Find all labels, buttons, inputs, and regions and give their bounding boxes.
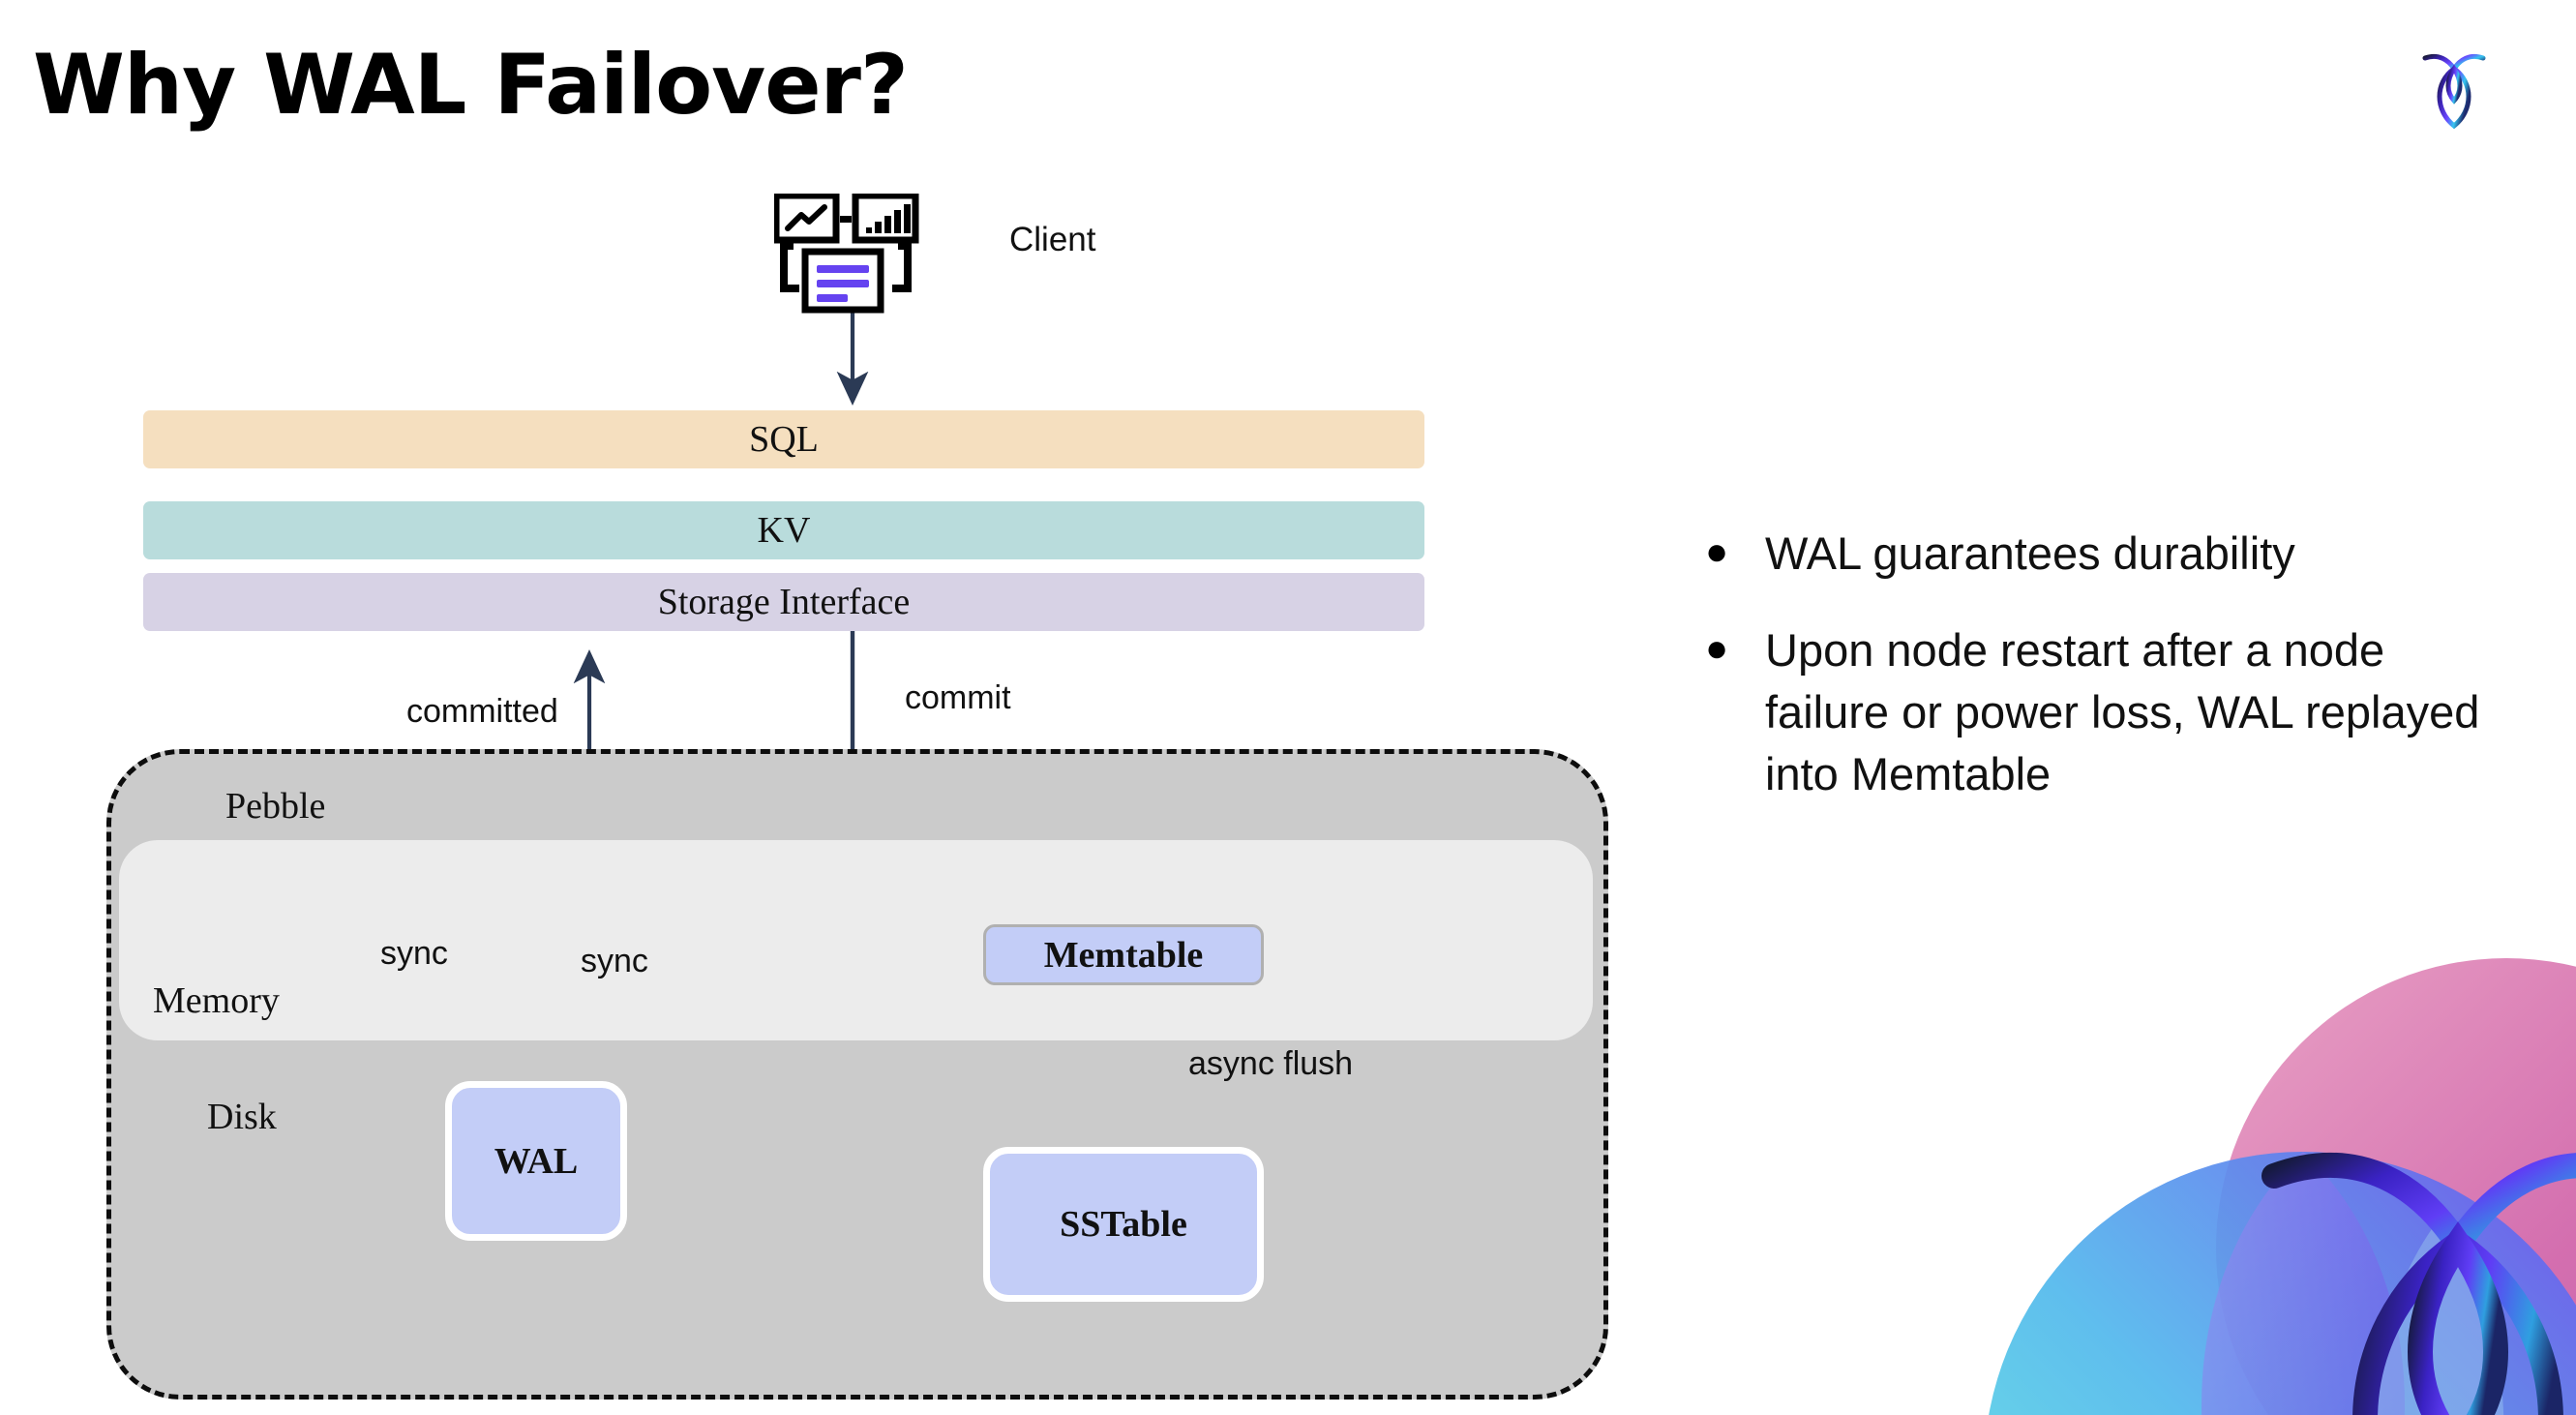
edge-label-async-flush: async flush	[1188, 1045, 1354, 1082]
page-title: Why WAL Failover?	[33, 37, 909, 134]
bullet-text: Upon node restart after a node failure o…	[1765, 624, 2480, 799]
architecture-diagram: Client SQL KV Storage Interface Pebble M…	[106, 192, 1608, 1400]
edge-label-commit: commit	[905, 679, 1011, 716]
layer-kv: KV	[143, 501, 1424, 559]
memory-label: Memory	[153, 980, 280, 1021]
client-dashboard-icon	[772, 192, 929, 315]
client-label: Client	[1009, 221, 1096, 258]
list-item: ● Upon node restart after a node failure…	[1705, 619, 2508, 805]
edge-label-committed: committed	[406, 693, 558, 730]
pebble-label: Pebble	[225, 786, 326, 827]
bullet-marker-icon: ●	[1705, 530, 1729, 573]
bullet-marker-icon: ●	[1705, 627, 1729, 670]
edge-label-sync-left: sync	[380, 935, 448, 972]
bullet-list: ● WAL guarantees durability ● Upon node …	[1705, 523, 2508, 840]
layer-storage-interface: Storage Interface	[143, 573, 1424, 631]
cockroach-logo-icon	[2419, 37, 2489, 130]
node-memtable: Memtable	[983, 924, 1264, 985]
memory-region	[119, 840, 1593, 1040]
node-sstable: SSTable	[983, 1147, 1264, 1302]
layer-sql: SQL	[143, 410, 1424, 468]
list-item: ● WAL guarantees durability	[1705, 523, 2508, 585]
disk-label: Disk	[207, 1097, 277, 1137]
bullet-text: WAL guarantees durability	[1765, 527, 2295, 579]
cockroach-gradient-artwork-icon	[1984, 929, 2576, 1415]
edge-label-sync-right: sync	[581, 943, 648, 979]
node-wal: WAL	[445, 1081, 627, 1241]
